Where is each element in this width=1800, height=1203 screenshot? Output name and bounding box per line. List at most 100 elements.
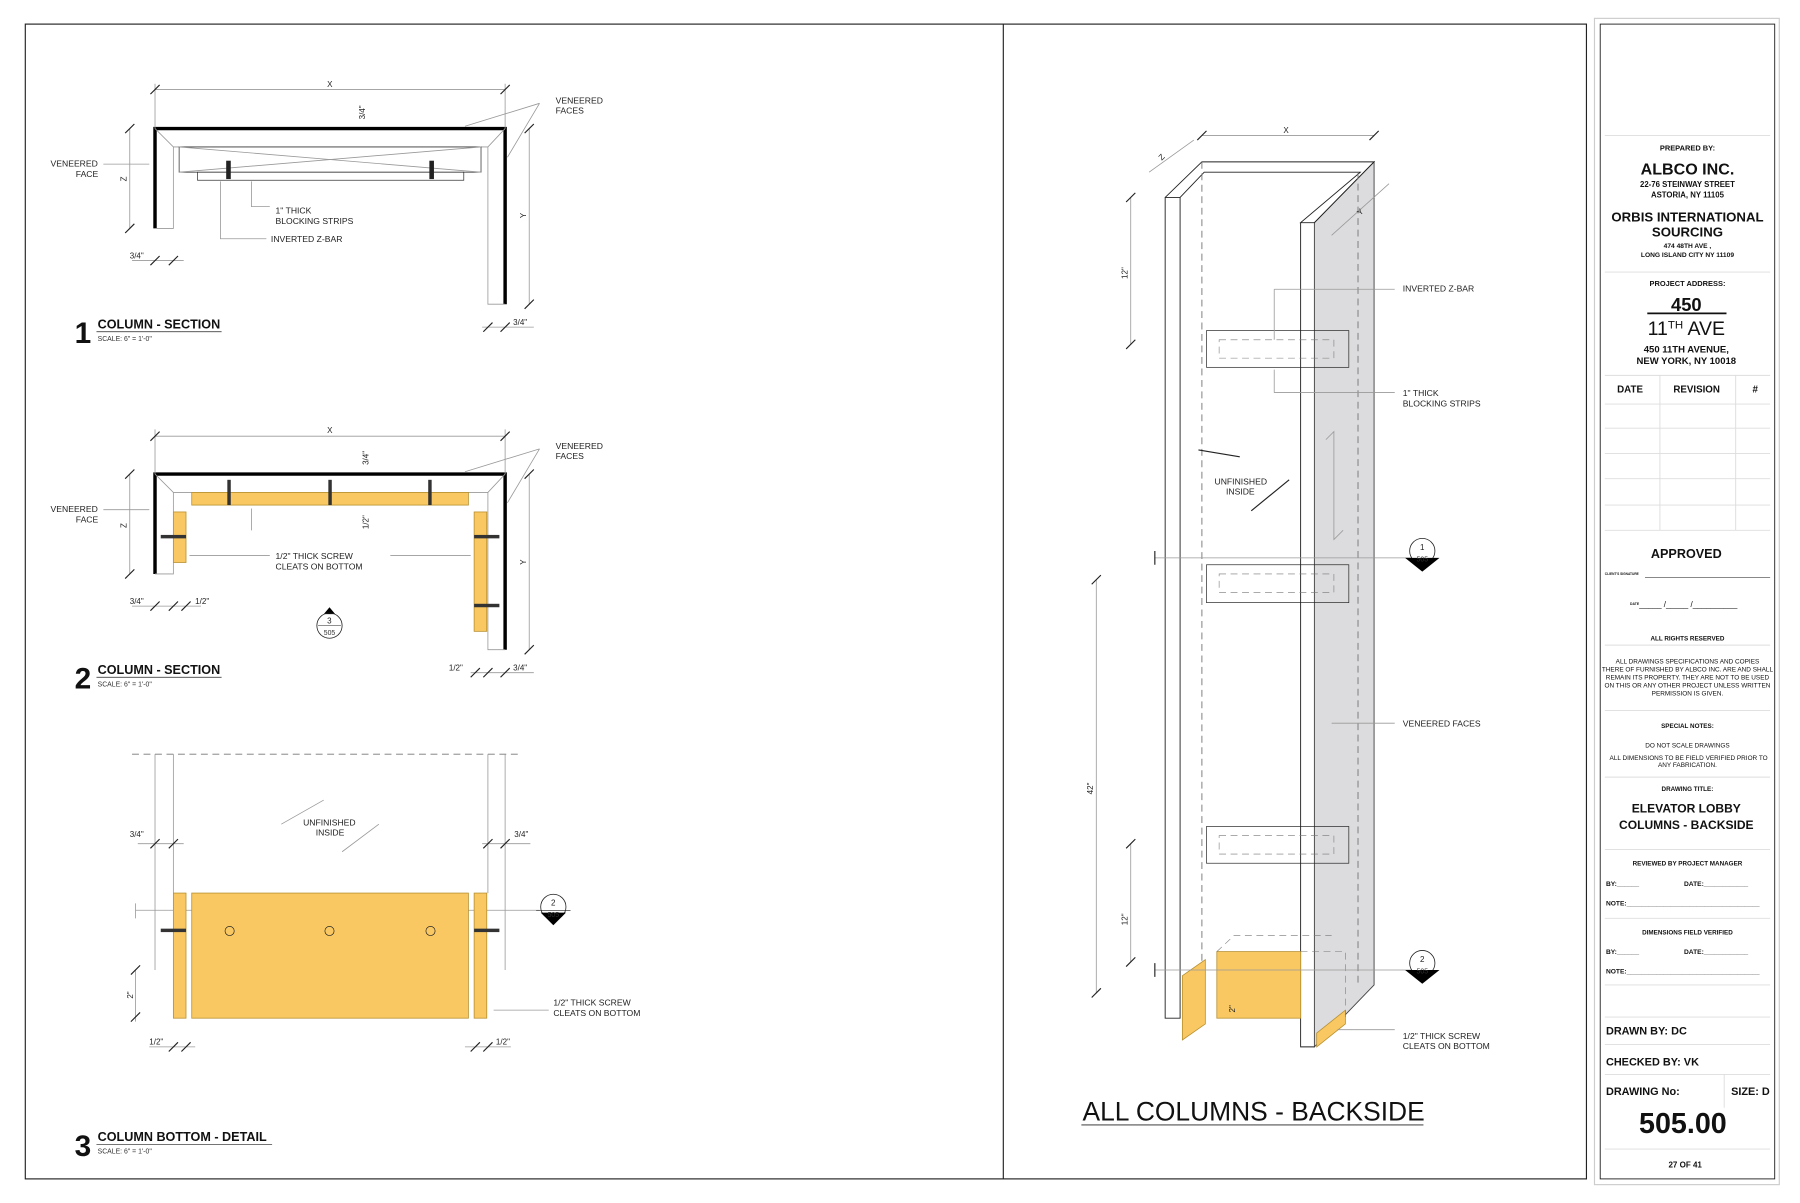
approval-date-field[interactable]: _____ /_____ /__________ — [1638, 600, 1738, 609]
label-screw-cleats: CLEATS ON BOTTOM — [276, 561, 363, 571]
project-street: 11TH AVE — [1648, 318, 1725, 340]
svg-text:505: 505 — [1417, 968, 1429, 975]
svg-text:3: 3 — [327, 616, 332, 625]
dim-cleat-thickness: 1/2" — [362, 515, 371, 529]
label-veneered-faces: FACES — [556, 106, 584, 116]
view-number: 3 — [75, 1130, 92, 1163]
project-address: 450 11TH AVENUE, — [1644, 344, 1729, 355]
company-address: 22-76 STEINWAY STREET — [1640, 180, 1735, 189]
dim-x: X — [327, 426, 333, 435]
dim-x: X — [1283, 126, 1289, 135]
dim-y: Y — [1355, 207, 1366, 218]
drawing-number-label: DRAWING No: — [1606, 1086, 1680, 1098]
label-screw-cleats: 1/2" THICK SCREW — [1403, 1031, 1481, 1041]
client-name: ORBIS INTERNATIONAL — [1611, 210, 1763, 225]
svg-text:PERMISSION IS GIVEN.: PERMISSION IS GIVEN. — [1652, 691, 1724, 698]
drawn-by: DRAWN BY: DC — [1606, 1025, 1687, 1037]
label-veneered-faces: VENEERED — [556, 441, 603, 451]
client-signature-label: CLIENT'S SIGNATURE — [1605, 572, 1640, 576]
rights-title: ALL RIGHTS RESERVED — [1650, 636, 1724, 643]
dim-z: Z — [119, 176, 128, 181]
checked-by: CHECKED BY: VK — [1606, 1056, 1699, 1068]
verified-by-field[interactable]: BY:______ — [1606, 949, 1639, 956]
view-all-columns-backside: X Z Y 12" 42" 12" 2" INVERTED Z-BAR 1" T… — [1081, 126, 1490, 1126]
dim-right-cleat: 1/2" — [449, 663, 463, 672]
special-note: ANY FABRICATION. — [1658, 762, 1717, 769]
view-scale: SCALE: 6" = 1'-0" — [98, 336, 153, 343]
label-unfinished-inside: UNFINISHED — [303, 817, 356, 827]
drawing-title: COLUMNS - BACKSIDE — [1619, 818, 1754, 832]
label-blocking-strips: 1" THICK — [276, 206, 312, 216]
sheet-count: 27 OF 41 — [1668, 1160, 1702, 1169]
project-address-label: PROJECT ADDRESS: — [1649, 279, 1725, 288]
reviewed-note-field[interactable]: NOTE:___________________________________… — [1606, 901, 1760, 908]
dim-x: X — [327, 80, 333, 89]
detail-callout-3[interactable]: 3 505 — [316, 607, 343, 639]
project-number: 450 — [1671, 294, 1702, 315]
dim-y: Y — [519, 212, 528, 218]
svg-text:ALL DRAWINGS SPECIFICATIONS AN: ALL DRAWINGS SPECIFICATIONS AND COPIES — [1616, 658, 1760, 665]
special-note: DO NOT SCALE DRAWINGS — [1645, 742, 1729, 749]
dim-z: Z — [1157, 152, 1167, 162]
label-unfinished-inside: INSIDE — [1226, 487, 1255, 497]
label-inverted-zbar: INVERTED Z-BAR — [1403, 284, 1474, 294]
svg-text:1: 1 — [1420, 543, 1425, 552]
view-scale: SCALE: 6" = 1'-0" — [98, 681, 153, 688]
dim-left-thickness: 3/4" — [130, 251, 144, 260]
label-blocking-strips: BLOCKING STRIPS — [1403, 398, 1481, 408]
company-name: ALBCO INC. — [1641, 160, 1735, 178]
dim-12-top: 12" — [1120, 267, 1129, 279]
view-title: COLUMN BOTTOM - DETAIL — [98, 1130, 267, 1144]
dim-left-cleat: 1/2" — [195, 597, 209, 606]
dim-42: 42" — [1086, 782, 1095, 794]
svg-text:505: 505 — [1417, 556, 1429, 563]
dim-right-thickness: 3/4" — [513, 318, 527, 327]
drawing-title: ELEVATOR LOBBY — [1632, 802, 1741, 816]
view-title: COLUMN - SECTION — [98, 663, 221, 677]
dim-12-bottom: 12" — [1120, 913, 1129, 925]
dim-left-cleat: 1/2" — [149, 1038, 163, 1047]
view-scale: SCALE: 6" = 1'-0" — [98, 1149, 153, 1156]
view-column-section-2: X Z Y 3/4" 1/2" 3/4" 1/2" 1/2" 3/4" VENE… — [51, 426, 603, 696]
label-unfinished-inside: INSIDE — [316, 828, 345, 838]
dim-top-thickness: 3/4" — [362, 451, 371, 465]
dim-right-thickness: 3/4" — [513, 663, 527, 672]
reviewed-date-field[interactable]: DATE:____________ — [1684, 881, 1748, 888]
view-number: 2 — [75, 663, 92, 696]
section-callout-1[interactable]: 1 505 — [1405, 537, 1440, 572]
label-screw-cleats: CLEATS ON BOTTOM — [553, 1008, 640, 1018]
date-label: DATE — [1630, 602, 1640, 606]
detail-callout-2[interactable]: 2 505 — [536, 893, 571, 926]
client-address: 474 48TH AVE , — [1664, 243, 1712, 250]
section-callout-2[interactable]: 2 505 — [1405, 950, 1440, 984]
rev-header-number: # — [1752, 385, 1758, 396]
label-veneered-face: FACE — [76, 514, 99, 524]
rev-header-revision: REVISION — [1673, 385, 1720, 396]
dim-z: Z — [119, 523, 128, 528]
project-address: NEW YORK, NY 10018 — [1637, 356, 1737, 367]
label-veneered-face: VENEERED — [51, 504, 98, 514]
verified-date-field[interactable]: DATE:____________ — [1684, 949, 1748, 956]
label-inverted-zbar: INVERTED Z-BAR — [271, 234, 342, 244]
reviewed-label: REVIEWED BY PROJECT MANAGER — [1633, 861, 1743, 868]
drawing-title-label: DRAWING TITLE: — [1662, 786, 1714, 793]
label-blocking-strips: 1" THICK — [1403, 388, 1439, 398]
rev-header-date: DATE — [1617, 385, 1643, 396]
sheet-size: SIZE: D — [1731, 1086, 1770, 1098]
label-veneered-faces: VENEERED FACES — [1403, 719, 1481, 729]
client-address: LONG ISLAND CITY NY 11109 — [1641, 252, 1734, 259]
reviewed-by-field[interactable]: BY:______ — [1606, 881, 1639, 888]
dim-top-thickness: 3/4" — [358, 105, 367, 119]
svg-text:2: 2 — [551, 899, 556, 908]
label-blocking-strips: BLOCKING STRIPS — [276, 216, 354, 226]
label-veneered-faces: VENEERED — [556, 95, 603, 105]
label-veneered-faces: FACES — [556, 451, 584, 461]
drawing-number: 505.00 — [1639, 1108, 1727, 1140]
verified-note-field[interactable]: NOTE:___________________________________… — [1606, 968, 1760, 975]
rights-text: ALL DRAWINGS SPECIFICATIONS AND COPIES T… — [1602, 658, 1774, 697]
special-note: ALL DIMENSIONS TO BE FIELD VERIFIED PRIO… — [1610, 755, 1768, 762]
dim-left-thickness: 3/4" — [130, 830, 144, 839]
svg-text:505: 505 — [548, 912, 560, 919]
approved-label: APPROVED — [1651, 547, 1722, 561]
